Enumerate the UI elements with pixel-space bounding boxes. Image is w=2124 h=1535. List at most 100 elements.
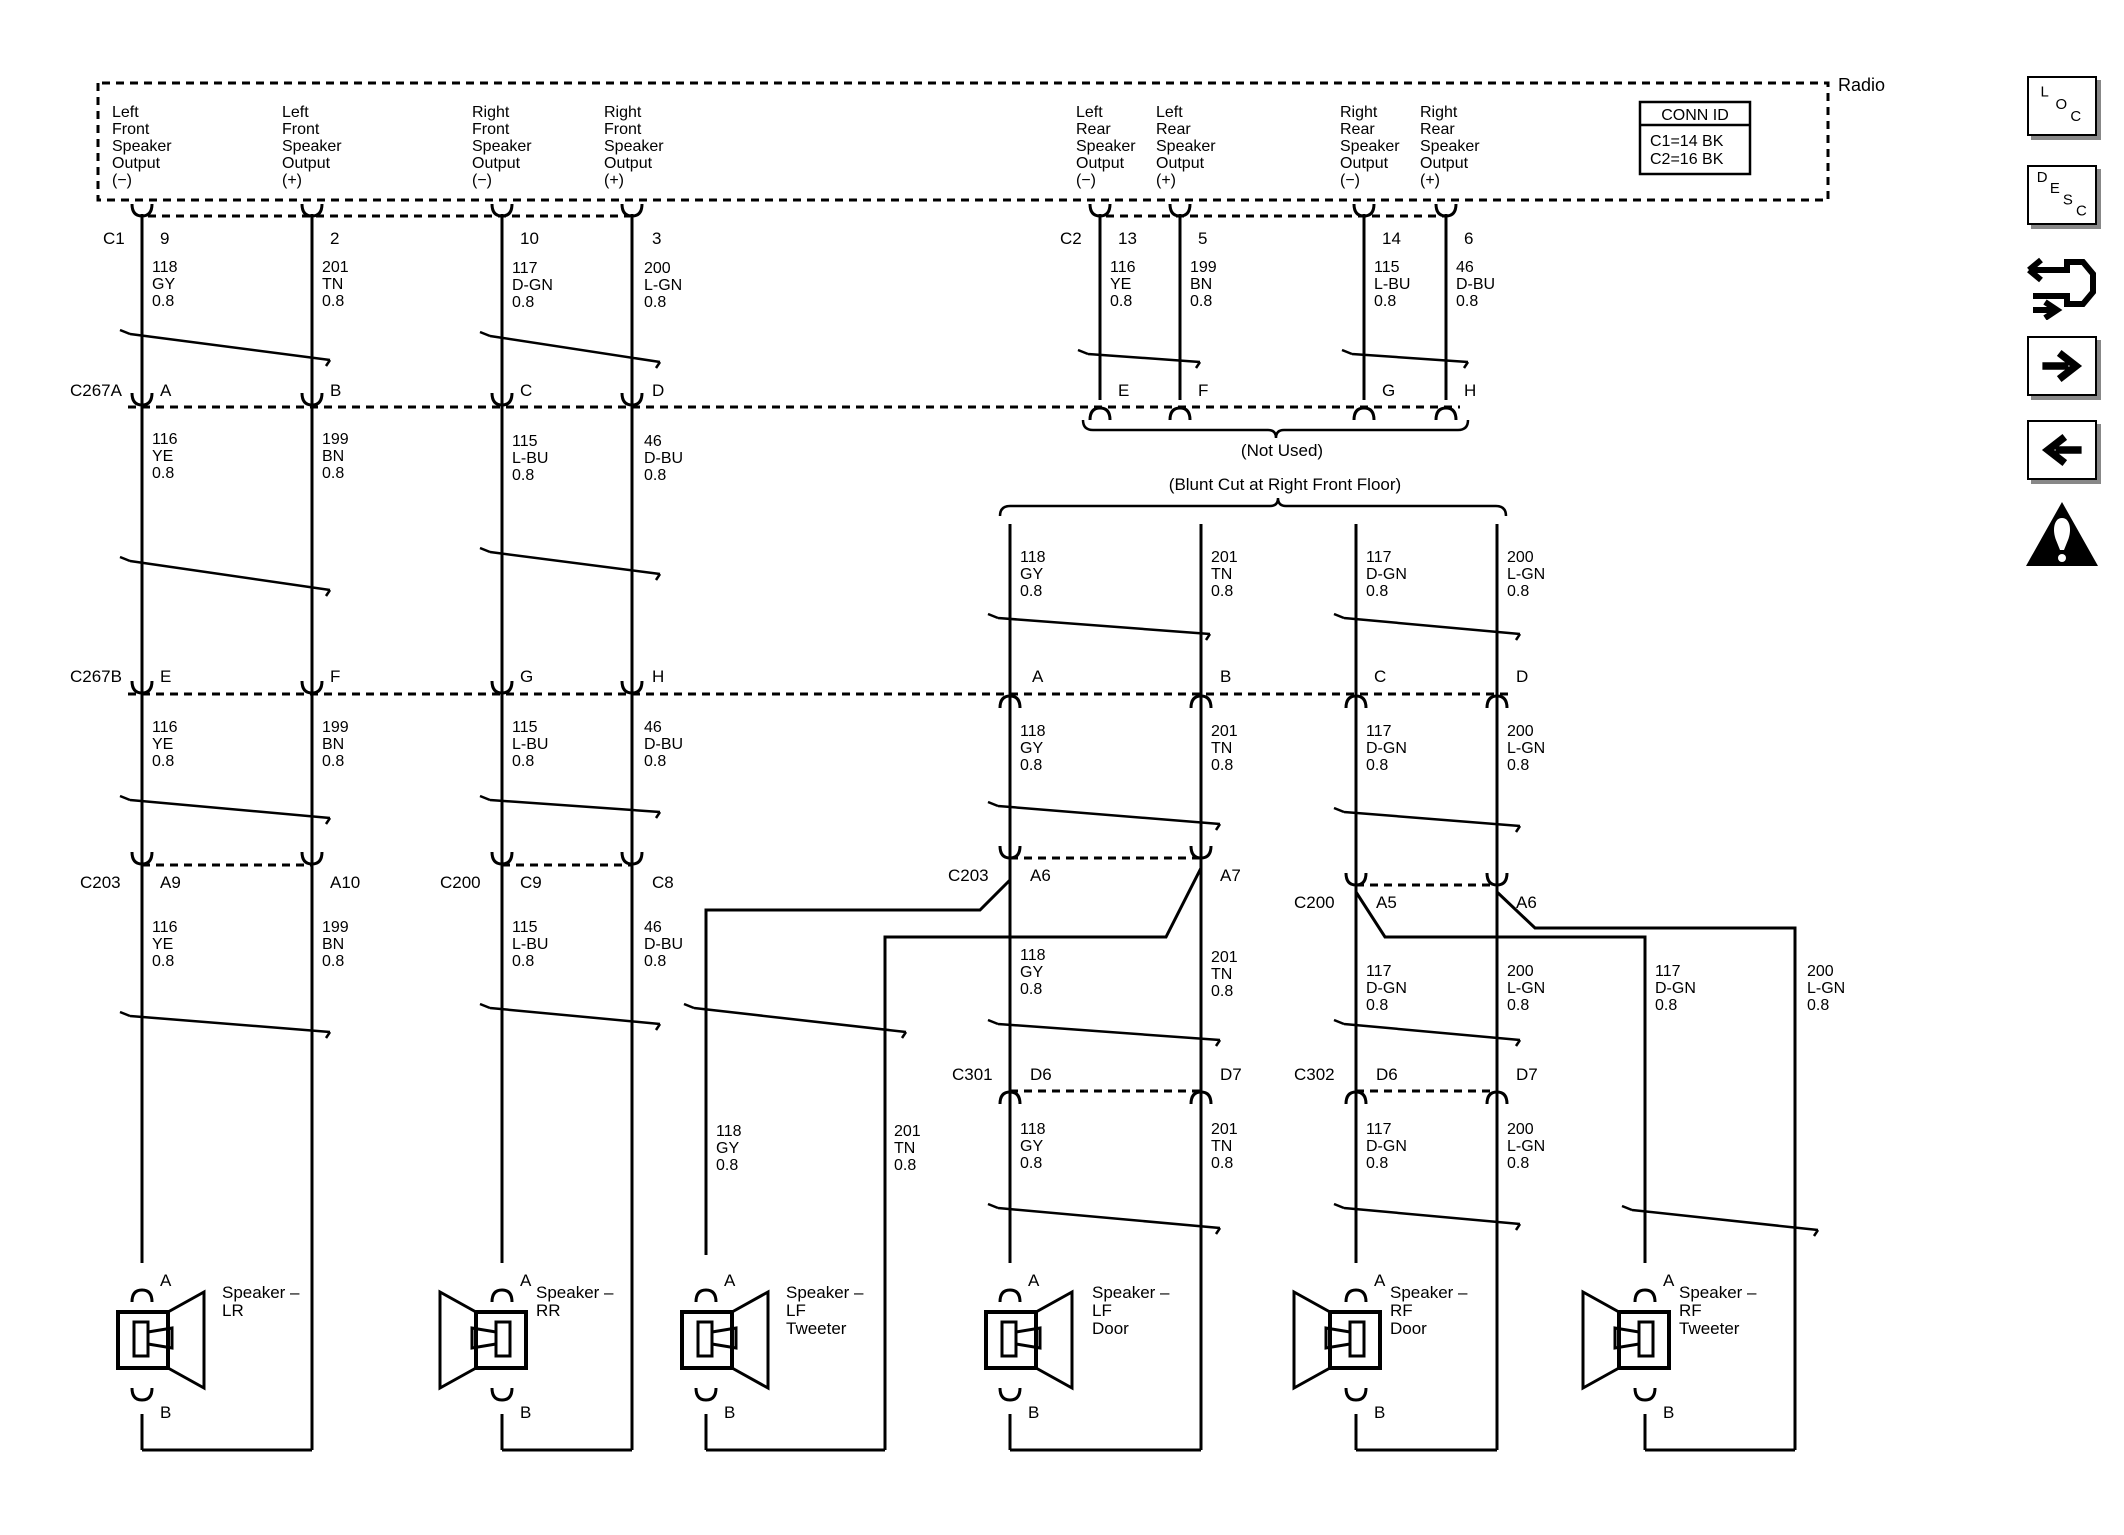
caution-button[interactable] <box>2024 500 2100 570</box>
terminal-symbol <box>490 392 514 407</box>
desc-letter: E <box>2050 180 2060 197</box>
pin-label: A <box>160 381 172 400</box>
loc-button[interactable]: L O C <box>2027 76 2097 136</box>
desc-letter: C <box>2076 203 2087 220</box>
connector-c203-left-label: C203 <box>80 873 121 892</box>
pin-label: D6 <box>1376 1065 1398 1084</box>
terminal-symbol <box>1344 694 1368 709</box>
arrow-left-icon <box>2041 433 2082 467</box>
pin-label: A6 <box>1516 893 1537 912</box>
terminal-symbol <box>300 203 324 218</box>
terminal-symbol <box>1088 406 1112 421</box>
arrow-right-icon <box>2042 349 2083 383</box>
connector-lines <box>128 214 1512 1093</box>
pin-label: A10 <box>330 873 360 892</box>
loc-icon: L O C <box>2041 84 2082 125</box>
pin-label: 10 <box>520 229 539 248</box>
pin-label: A9 <box>160 873 181 892</box>
desc-letter: S <box>2063 191 2073 208</box>
terminal-symbol <box>998 845 1022 860</box>
desc-icon: D E S C <box>2037 169 2087 220</box>
speaker-pin-b: B <box>1663 1403 1674 1422</box>
pin-label: D <box>652 381 664 400</box>
terminal-symbol <box>490 203 514 218</box>
pin-label: H <box>1464 381 1476 400</box>
speaker-pin-a: A <box>1028 1271 1040 1290</box>
pin-label: D <box>1516 667 1528 686</box>
pin-label: 2 <box>330 229 339 248</box>
speaker-symbol <box>680 1288 770 1402</box>
not-used-note: (Not Used) <box>1241 441 1323 460</box>
pin-label: F <box>1198 381 1208 400</box>
schematic-connector-icon[interactable] <box>2027 244 2097 321</box>
pin-label: B <box>330 381 341 400</box>
terminal-symbol <box>1088 203 1112 218</box>
terminal-symbol <box>620 203 644 218</box>
terminal-symbol <box>1168 203 1192 218</box>
terminals <box>130 203 1509 1105</box>
speaker-pin-a: A <box>1374 1271 1386 1290</box>
connector-c301-label: C301 <box>952 1065 993 1084</box>
connector-labels: C1 C2 C267A C267B C203 C200 C203 C200 C3… <box>70 229 1335 1084</box>
terminal-symbol <box>620 851 644 866</box>
pin-label: F <box>330 667 340 686</box>
speaker-pin-b: B <box>1374 1403 1385 1422</box>
terminal-symbol <box>130 203 154 218</box>
terminal-symbol <box>130 392 154 407</box>
conn-id-row-2: C2=16 BK <box>1650 151 1724 168</box>
desc-button[interactable]: D E S C <box>2027 165 2097 225</box>
terminal-symbol <box>490 680 514 695</box>
speaker-pin-b: B <box>1028 1403 1039 1422</box>
terminal-symbol <box>1485 1090 1509 1105</box>
speaker-label: Speaker –LR <box>222 1283 300 1320</box>
terminal-symbol <box>1352 203 1376 218</box>
speaker-pin-a: A <box>1663 1271 1675 1290</box>
loc-letter: O <box>2055 96 2067 113</box>
pin-label: C8 <box>652 873 674 892</box>
terminal-symbol <box>300 851 324 866</box>
terminal-symbol <box>300 680 324 695</box>
pin-label: 3 <box>652 229 661 248</box>
next-page-button[interactable] <box>2027 336 2097 396</box>
previous-page-button[interactable] <box>2027 420 2097 480</box>
radio-label: Radio <box>1838 75 1885 95</box>
pin-label: 6 <box>1464 229 1473 248</box>
terminal-symbol <box>300 392 324 407</box>
terminal-symbol <box>130 851 154 866</box>
pin-label: C <box>520 381 532 400</box>
pin-label: G <box>520 667 533 686</box>
terminal-symbol <box>1344 1090 1368 1105</box>
speaker-pin-b: B <box>520 1403 531 1422</box>
